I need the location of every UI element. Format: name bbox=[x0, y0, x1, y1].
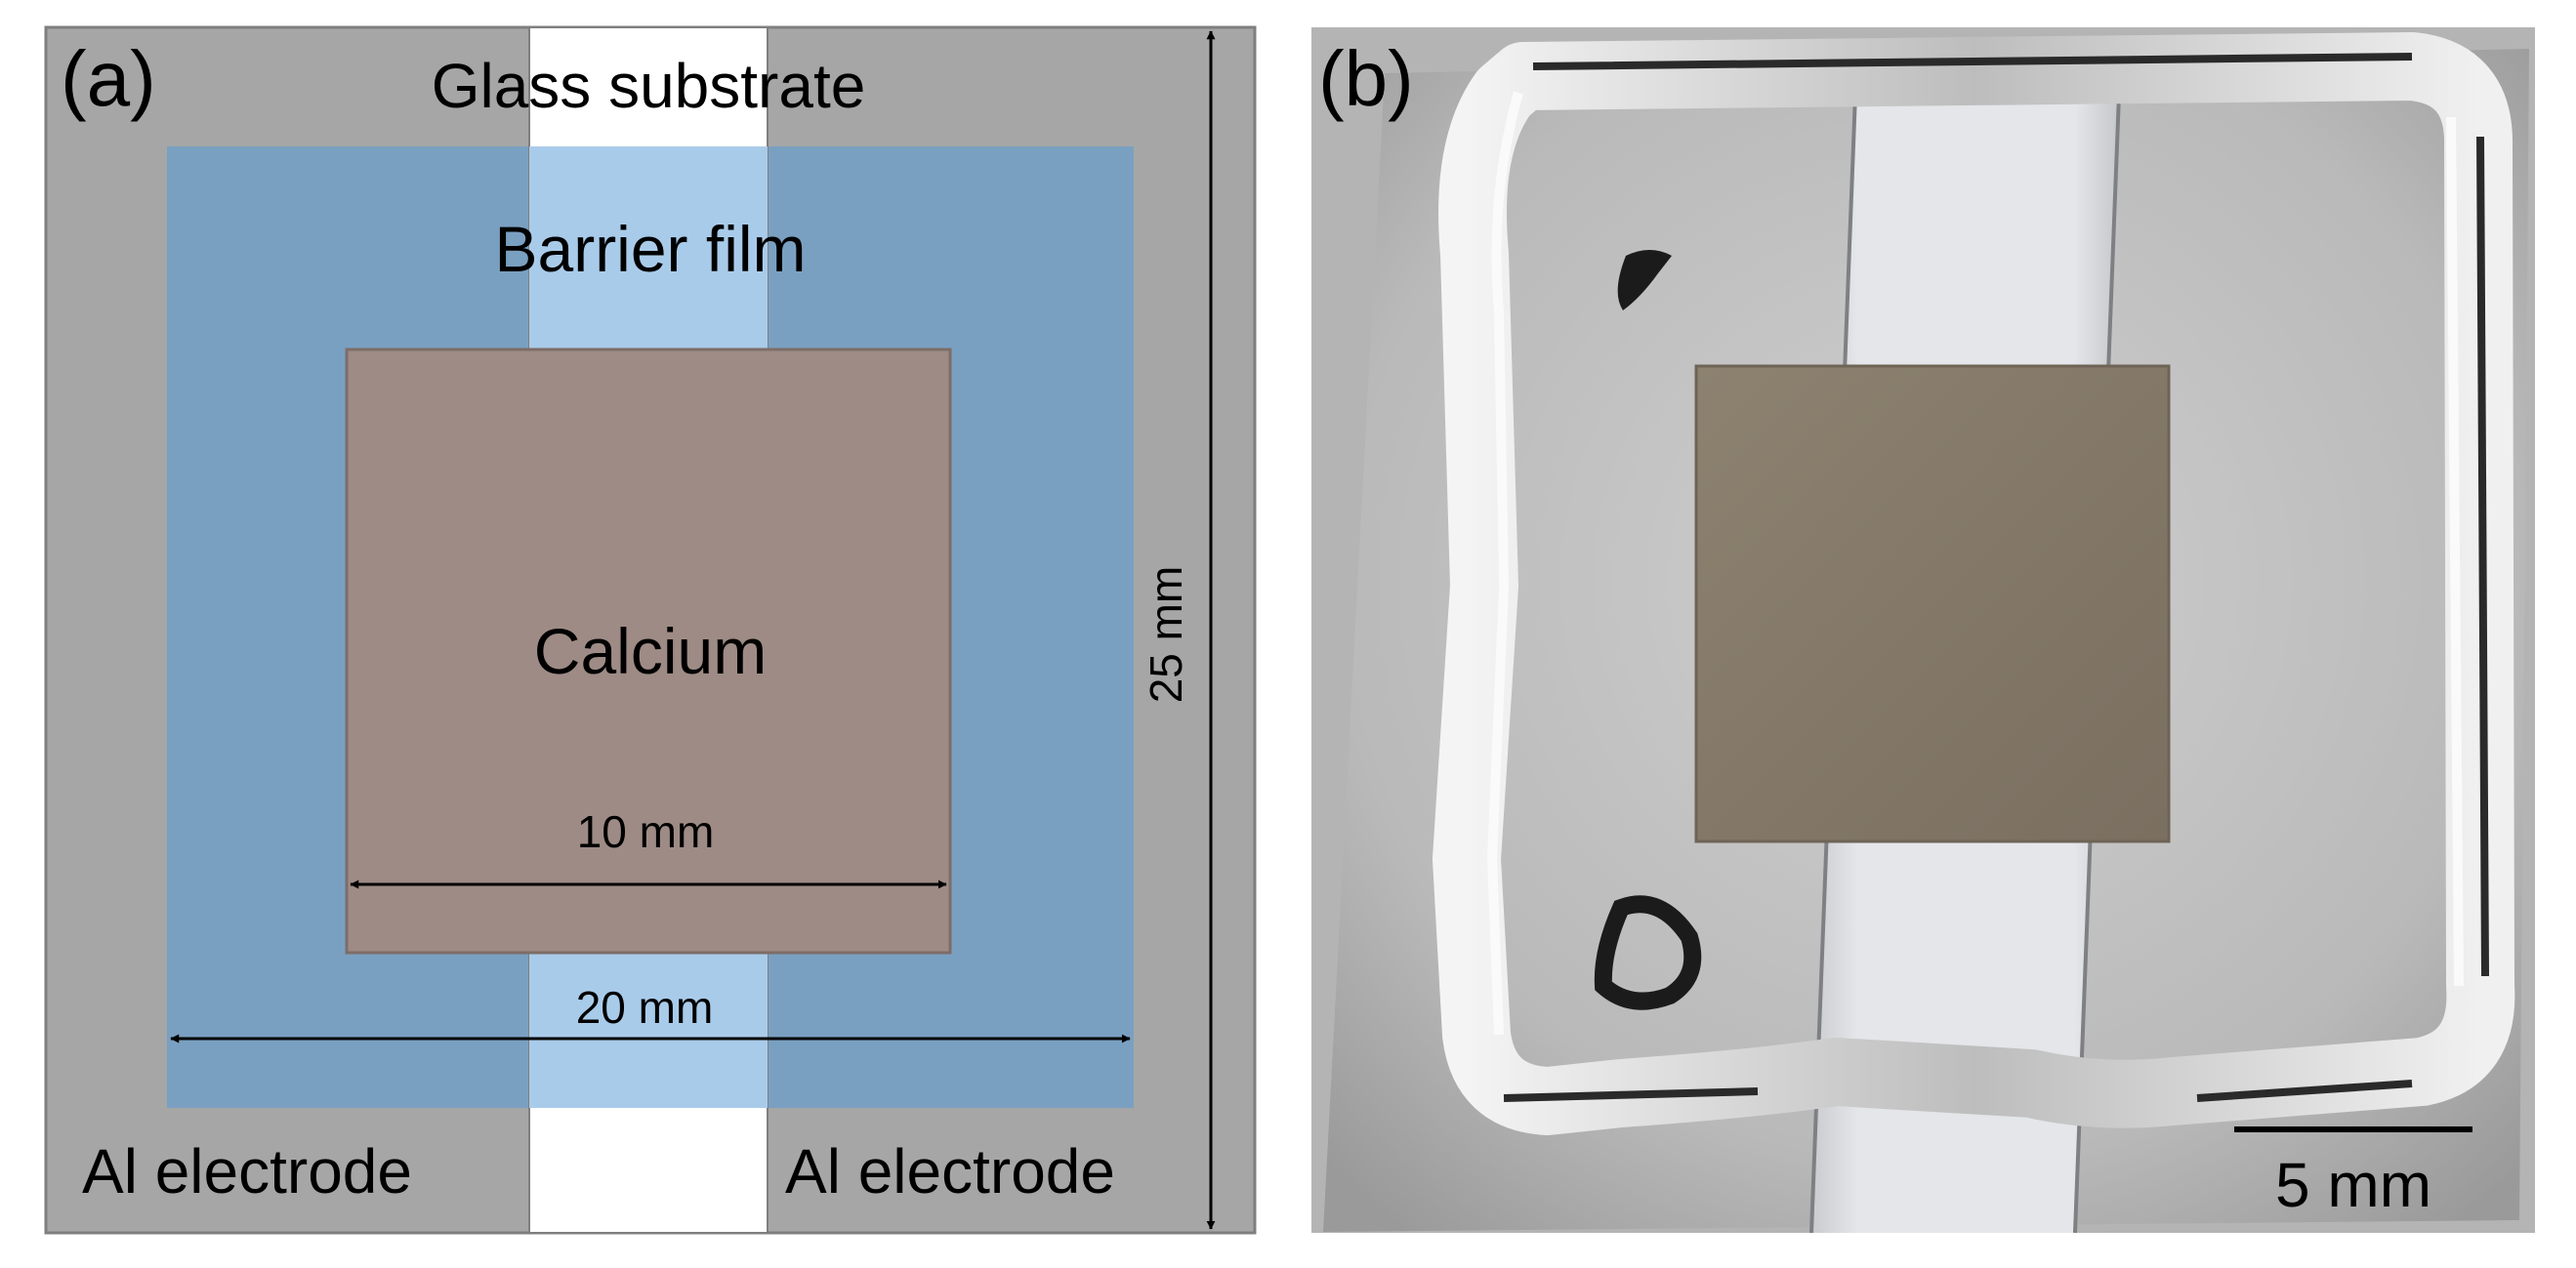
barrier-film-label: Barrier film bbox=[494, 213, 806, 285]
glass-substrate-label: Glass substrate bbox=[432, 51, 866, 121]
encapsulant-highlight bbox=[1486, 91, 2464, 1036]
photo-dark-blot-lower bbox=[1594, 895, 1702, 1010]
electrode-right-label: Al electrode bbox=[785, 1136, 1115, 1207]
encapsulant-ring bbox=[1433, 32, 2515, 1135]
panel-a-tag: (a) bbox=[61, 35, 156, 122]
panel-b-photo: 5 mm (b) bbox=[1311, 27, 2535, 1234]
encapsulant-dark-edge bbox=[1503, 53, 2489, 1102]
calcium-label: Calcium bbox=[534, 615, 767, 687]
scale-bar-label: 5 mm bbox=[2275, 1150, 2431, 1220]
photo-dark-blot-upper bbox=[1617, 250, 1672, 310]
substrate-height-label: 25 mm bbox=[1141, 566, 1191, 704]
photo-calcium-square bbox=[1694, 364, 2171, 843]
barrier-width-label: 20 mm bbox=[576, 982, 714, 1033]
panel-a-diagram: (a) Glass substrate Barrier film Calcium… bbox=[44, 25, 1257, 1235]
electrode-left-label: Al electrode bbox=[82, 1136, 412, 1207]
calcium-width-label: 10 mm bbox=[577, 806, 715, 857]
panel-b-tag: (b) bbox=[1318, 35, 1414, 122]
calcium-layer bbox=[345, 348, 952, 955]
